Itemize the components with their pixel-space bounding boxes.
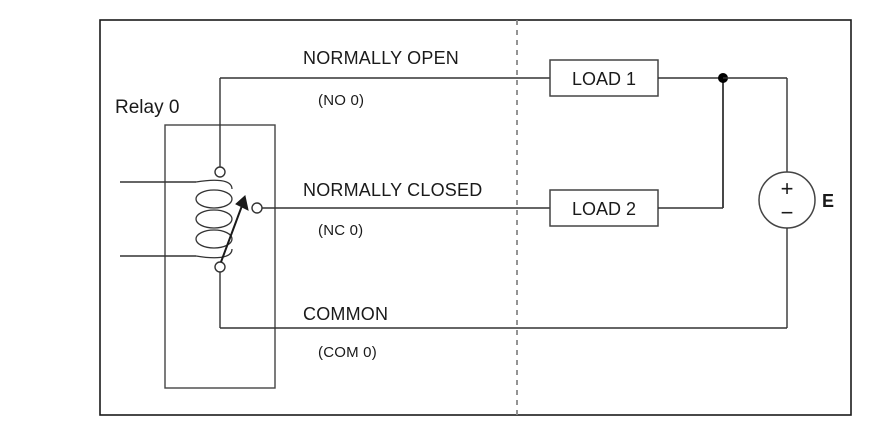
normally-open-sublabel: (NO 0) [318,92,364,109]
coil-turn-3 [195,229,233,249]
diagram-outer-frame [99,19,852,416]
normally-closed-sublabel: (NC 0) [318,222,363,239]
load-2-label: LOAD 2 [572,199,636,219]
armature-arrowhead [235,195,249,211]
load-1-label: LOAD 1 [572,69,636,89]
common-sublabel: (COM 0) [318,344,377,361]
relay-label: Relay 0 [115,97,179,118]
load-1-box [549,59,659,97]
coil-turn-1 [195,189,233,209]
relay-armature-switch [220,195,249,263]
normally-open-label: NORMALLY OPEN [303,48,459,68]
relay-coil [195,179,233,259]
source-plus-sign: + [781,176,794,201]
normally-closed-label: NORMALLY CLOSED [303,180,482,200]
coil-turn-2 [195,209,233,229]
normally-open-terminal-node [214,166,226,178]
source-minus-sign: − [781,200,794,225]
common-label: COMMON [303,304,388,324]
common-terminal-node [214,261,226,273]
normally-closed-terminal-node [251,202,263,214]
source-label: E [822,191,834,211]
